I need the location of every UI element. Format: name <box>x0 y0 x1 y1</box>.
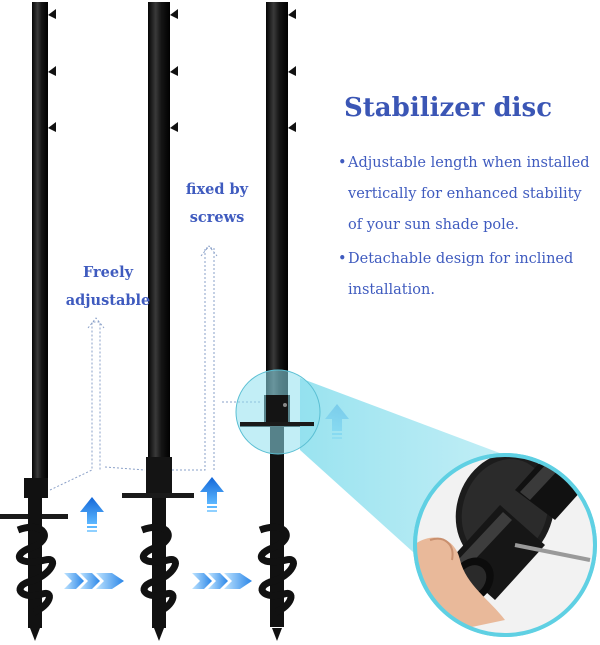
freely-line-1: Freely <box>82 264 134 281</box>
right-chevrons-icon <box>64 573 124 589</box>
freely-line-2: adjustable <box>65 292 151 309</box>
pole-3 <box>240 2 314 641</box>
freely-adjustable-label: Freely adjustable <box>58 259 158 315</box>
feature-item: •Detachable design for inclined installa… <box>338 251 574 298</box>
feature-text: Adjustable length when installed vertica… <box>348 155 590 233</box>
right-chevrons-icon <box>192 573 252 589</box>
pole-2 <box>122 2 194 641</box>
stabilizer-disc-heading: Stabilizer disc <box>344 93 553 123</box>
zoom-detail-photo <box>413 453 597 637</box>
up-arrow-icon <box>200 477 224 512</box>
fixed-line-2: screws <box>189 209 245 226</box>
feature-item: •Adjustable length when installed vertic… <box>338 155 590 233</box>
fixed-by-screws-label: fixed by screws <box>172 176 262 232</box>
fixed-line-1: fixed by <box>185 181 249 198</box>
feature-list: •Adjustable length when installed vertic… <box>338 148 596 309</box>
pole-1 <box>0 2 68 641</box>
feature-text: Detachable design for inclined installat… <box>348 251 574 298</box>
up-arrow-icon <box>80 497 104 532</box>
